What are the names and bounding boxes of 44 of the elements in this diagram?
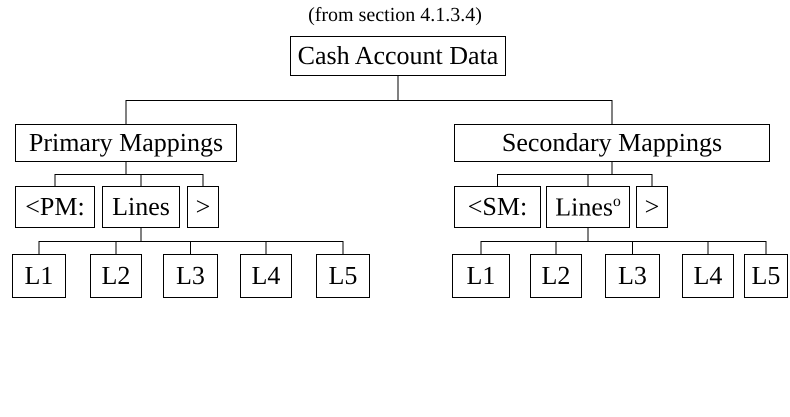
text-box (454, 186, 541, 228)
text-box (90, 254, 142, 298)
text-box (240, 254, 292, 298)
text-box (290, 36, 506, 76)
text-box (530, 254, 582, 298)
text-box (187, 186, 219, 228)
box-label: L3 (176, 263, 205, 289)
text-box (12, 254, 66, 298)
box-label: L2 (102, 263, 130, 289)
box-label: L1 (466, 263, 496, 289)
text-box (605, 254, 660, 298)
text-box (636, 186, 668, 228)
connector-line (612, 162, 652, 186)
text-box (454, 124, 770, 162)
connector-line (126, 162, 204, 186)
text-box (15, 124, 237, 162)
box-label: L4 (252, 263, 280, 289)
text-box (15, 186, 95, 228)
box-label: Cash Account Data (298, 43, 498, 69)
box-label: L1 (24, 263, 54, 289)
box-label: > (196, 194, 210, 220)
box-label: Secondary Mappings (502, 130, 722, 156)
box-label: L5 (328, 263, 358, 289)
diagram-title: (from section 4.1.3.4) (308, 4, 482, 27)
text-box (744, 254, 788, 298)
box-label: <PM: (25, 194, 85, 220)
text-box (163, 254, 218, 298)
connector-line (140, 228, 344, 254)
box-label: L3 (618, 263, 647, 289)
text-box (682, 254, 734, 298)
box-label: > (644, 194, 660, 220)
box-label: <SM: (468, 194, 528, 220)
connector-line (398, 76, 612, 124)
text-box (316, 254, 370, 298)
box-label: Lines (112, 194, 170, 220)
text-box (546, 186, 630, 228)
box-label: Lines$^{o}$ (555, 194, 621, 220)
box-label: Primary Mappings (28, 130, 224, 156)
text-box (452, 254, 510, 298)
text-box (102, 186, 180, 228)
box-label: L4 (694, 263, 722, 289)
box-label: L2 (542, 263, 570, 289)
connector-line (588, 228, 766, 254)
box-label: L5 (752, 263, 780, 289)
